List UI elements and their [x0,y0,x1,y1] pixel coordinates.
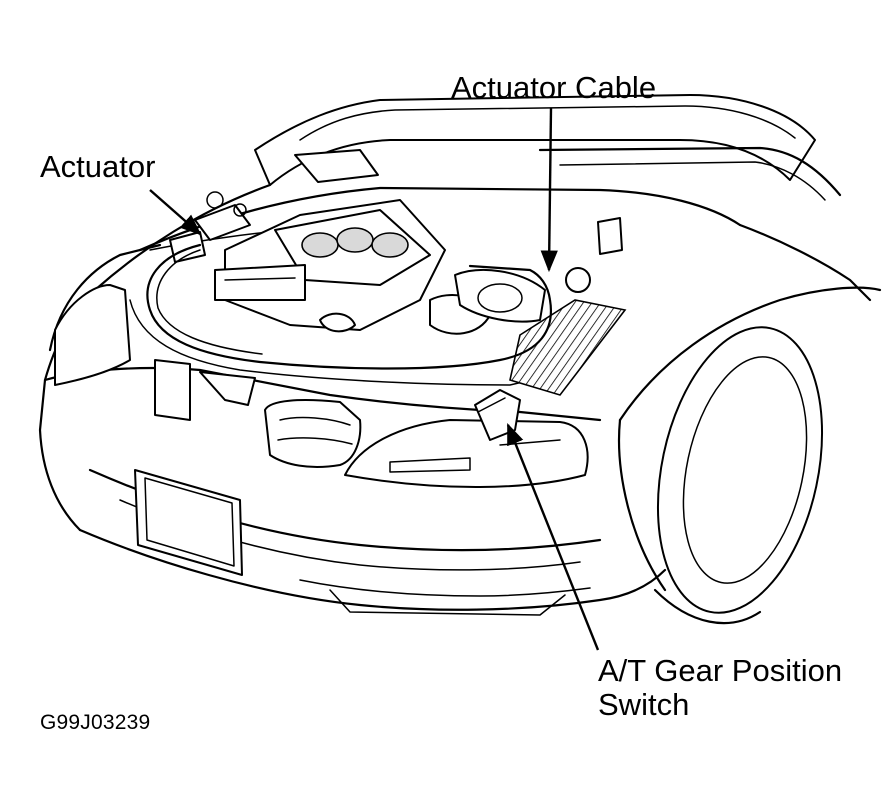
actuator-label: Actuator [40,149,156,184]
leader-lines [149,107,600,651]
tow-hook-cover [154,359,256,421]
left-headlight [54,284,131,386]
actuator-cable-leader [540,107,558,273]
actuator-leader [149,189,202,236]
front-right-wheel [617,326,824,625]
figure-code: G99J03239 [40,711,151,734]
at-switch-label-line2: Switch [598,687,690,722]
license-plate [134,469,243,576]
engine [214,199,491,335]
air-cleaner-box [509,267,627,396]
grille [264,399,362,468]
actuator-cable [146,243,552,370]
actuator-cable-label: Actuator Cable [451,70,657,105]
windshield [538,146,842,201]
at-switch-leader [506,422,600,651]
engine-compartment [129,149,623,386]
right-headlight [344,419,589,488]
hood [254,94,816,186]
air-intake [454,269,546,323]
at-switch-label-line1: A/T Gear Position [598,653,843,688]
